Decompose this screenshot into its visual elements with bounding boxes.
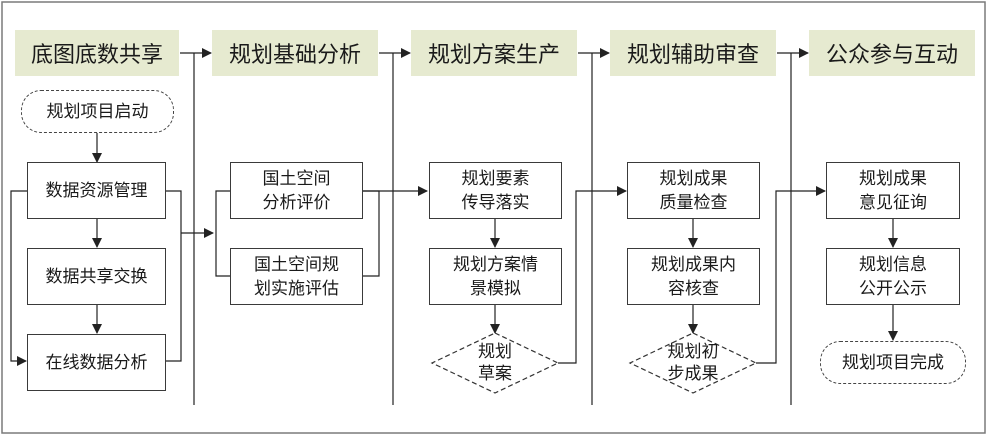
online-data-analysis: 在线数据分析	[27, 334, 166, 391]
data-sharing-exchange: 数据共享交换	[27, 248, 166, 305]
content-verification: 规划成果内容核查	[627, 248, 760, 305]
col4-connectors	[628, 186, 826, 394]
col3-connectors	[430, 186, 627, 394]
scenario-simulation: 规划方案情景模拟	[429, 248, 562, 305]
header-planning-analysis: 规划基础分析	[212, 30, 378, 76]
draft-decision	[430, 332, 560, 394]
quality-check: 规划成果质量检查	[627, 162, 760, 219]
plan-implementation-assessment: 国土空间规划实施评估	[230, 248, 363, 305]
information-publicity: 规划信息公开公示	[826, 248, 960, 305]
opinion-solicitation: 规划成果意见征询	[826, 162, 960, 219]
header-plan-production: 规划方案生产	[411, 30, 577, 76]
preliminary-decision	[628, 332, 758, 394]
draft-label: 规划草案	[478, 342, 512, 384]
start-node: 规划项目启动	[21, 90, 174, 133]
col1-connectors	[10, 133, 214, 366]
col2-connectors	[215, 186, 428, 277]
preliminary-label: 规划初步成果	[667, 342, 719, 384]
data-resource-management: 数据资源管理	[27, 162, 166, 219]
header-review: 规划辅助审查	[610, 30, 776, 76]
element-transmission: 规划要素传导落实	[429, 162, 562, 219]
header-basemap-sharing: 底图底数共享	[15, 30, 179, 76]
spatial-analysis-evaluation: 国土空间分析评价	[230, 162, 363, 219]
header-public-participation: 公众参与互动	[809, 30, 975, 76]
column-dividers	[193, 53, 792, 405]
complete-node: 规划项目完成	[820, 341, 966, 384]
